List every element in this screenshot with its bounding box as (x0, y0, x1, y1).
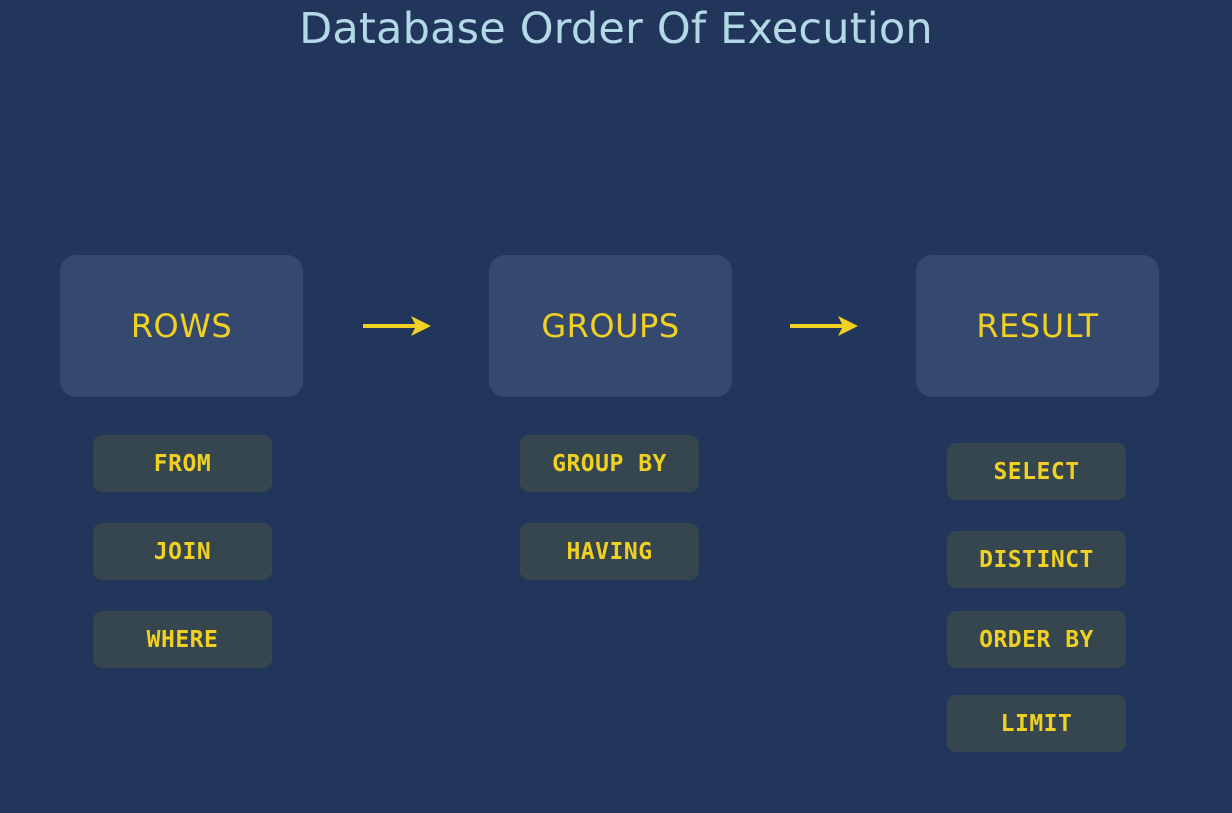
keyword-chip-label: JOIN (153, 538, 212, 565)
keyword-chip-label: SELECT (993, 458, 1080, 485)
keyword-chip-order-by: ORDER BY (947, 611, 1126, 668)
keyword-chip-label: FROM (153, 450, 212, 477)
keyword-chip-join: JOIN (93, 523, 272, 580)
stage-label-groups: GROUPS (541, 307, 680, 345)
arrow-right-icon-rows-to-groups (361, 310, 433, 342)
page-title: Database Order Of Execution (299, 4, 933, 54)
keyword-chip-distinct: DISTINCT (947, 531, 1126, 588)
stage-label-rows: ROWS (130, 307, 233, 345)
keyword-chip-select: SELECT (947, 443, 1126, 500)
keyword-chip-label: HAVING (566, 538, 653, 565)
stage-box-result: RESULT (916, 255, 1159, 397)
keyword-chip-having: HAVING (520, 523, 699, 580)
keyword-chip-label: DISTINCT (979, 546, 1094, 573)
keyword-chip-label: ORDER BY (979, 626, 1094, 653)
keyword-chip-label: LIMIT (1000, 710, 1073, 737)
arrow-right-icon-groups-to-result (788, 310, 860, 342)
keyword-chip-from: FROM (93, 435, 272, 492)
keyword-chip-group-by: GROUP BY (520, 435, 699, 492)
keyword-chip-label: WHERE (146, 626, 219, 653)
keyword-chip-label: GROUP BY (552, 450, 667, 477)
stage-box-groups: GROUPS (489, 255, 732, 397)
keyword-chip-where: WHERE (93, 611, 272, 668)
keyword-chip-limit: LIMIT (947, 695, 1126, 752)
stage-label-result: RESULT (976, 307, 1099, 345)
stage-box-rows: ROWS (60, 255, 303, 397)
